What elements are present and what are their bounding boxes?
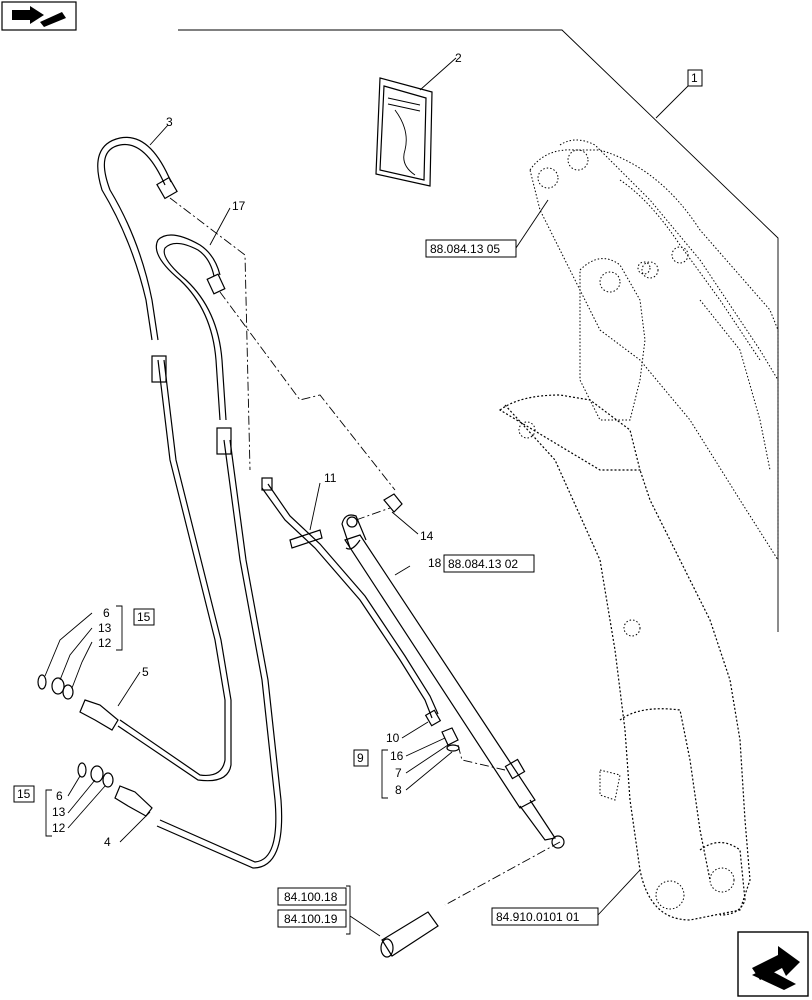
callout-13a: 13 <box>98 621 112 635</box>
tube-part-10 <box>261 477 442 727</box>
frame-line <box>178 29 779 632</box>
callout-12a: 12 <box>98 636 112 650</box>
steel-pipes <box>79 355 283 869</box>
svg-text:1: 1 <box>691 71 698 85</box>
cylinder-part-18 <box>341 514 565 849</box>
svg-text:84.100.18: 84.100.18 <box>284 890 338 904</box>
next-page-arrow-icon[interactable] <box>737 931 809 997</box>
callout-5: 5 <box>142 665 149 679</box>
callout-8: 8 <box>395 783 402 797</box>
callout-18: 18 <box>428 556 442 570</box>
upper-boom-drawing <box>529 139 779 562</box>
lower-boom-drawing <box>498 261 751 921</box>
book-arrow-icon[interactable] <box>1 1 77 31</box>
bracket-group-15-top <box>116 605 123 651</box>
reference-cylinder[interactable]: 88.084.13 02 <box>443 554 535 573</box>
reference-boom-upper[interactable]: 88.084.13 05 <box>425 239 517 258</box>
svg-text:84.910.0101 01: 84.910.0101 01 <box>496 910 580 924</box>
callout-17: 17 <box>232 199 246 213</box>
callout-box-9[interactable]: 9 <box>353 749 369 767</box>
bracket-group-pins <box>346 885 351 935</box>
pin-part <box>380 911 439 958</box>
leader-lines <box>44 57 691 937</box>
callout-7: 7 <box>395 766 402 780</box>
hose-part-17 <box>155 234 227 421</box>
reference-pin-a[interactable]: 84.100.18 <box>277 887 347 906</box>
callout-4: 4 <box>104 835 111 849</box>
routing-lines <box>169 197 561 906</box>
svg-text:84.100.19: 84.100.19 <box>284 912 338 926</box>
svg-text:88.084.13 05: 88.084.13 05 <box>430 242 500 256</box>
svg-text:15: 15 <box>137 610 151 624</box>
callout-11: 11 <box>324 471 337 485</box>
callout-box-15a[interactable]: 15 <box>133 608 155 626</box>
bracket-group-9 <box>381 749 388 799</box>
hose-part-3 <box>97 136 178 341</box>
svg-text:15: 15 <box>17 787 31 801</box>
callout-13b: 13 <box>52 805 66 819</box>
callout-box-15b[interactable]: 15 <box>13 785 35 803</box>
callout-14: 14 <box>420 529 434 543</box>
svg-text:9: 9 <box>357 751 364 765</box>
bracket-group-15-bottom <box>45 789 52 837</box>
callout-12b: 12 <box>52 821 66 835</box>
callout-2: 2 <box>455 51 462 65</box>
reference-pin-b[interactable]: 84.100.19 <box>277 909 347 928</box>
reference-boom-lower[interactable]: 84.910.0101 01 <box>491 907 599 926</box>
callout-box-1[interactable]: 1 <box>687 69 703 87</box>
callout-10: 10 <box>386 731 400 745</box>
callout-3: 3 <box>166 115 173 129</box>
fittings-left <box>37 674 114 788</box>
callout-16: 16 <box>390 749 404 763</box>
callout-6a: 6 <box>103 606 110 620</box>
decal-part <box>375 77 433 187</box>
callout-6b: 6 <box>56 789 63 803</box>
svg-text:88.084.13 02: 88.084.13 02 <box>448 557 518 571</box>
